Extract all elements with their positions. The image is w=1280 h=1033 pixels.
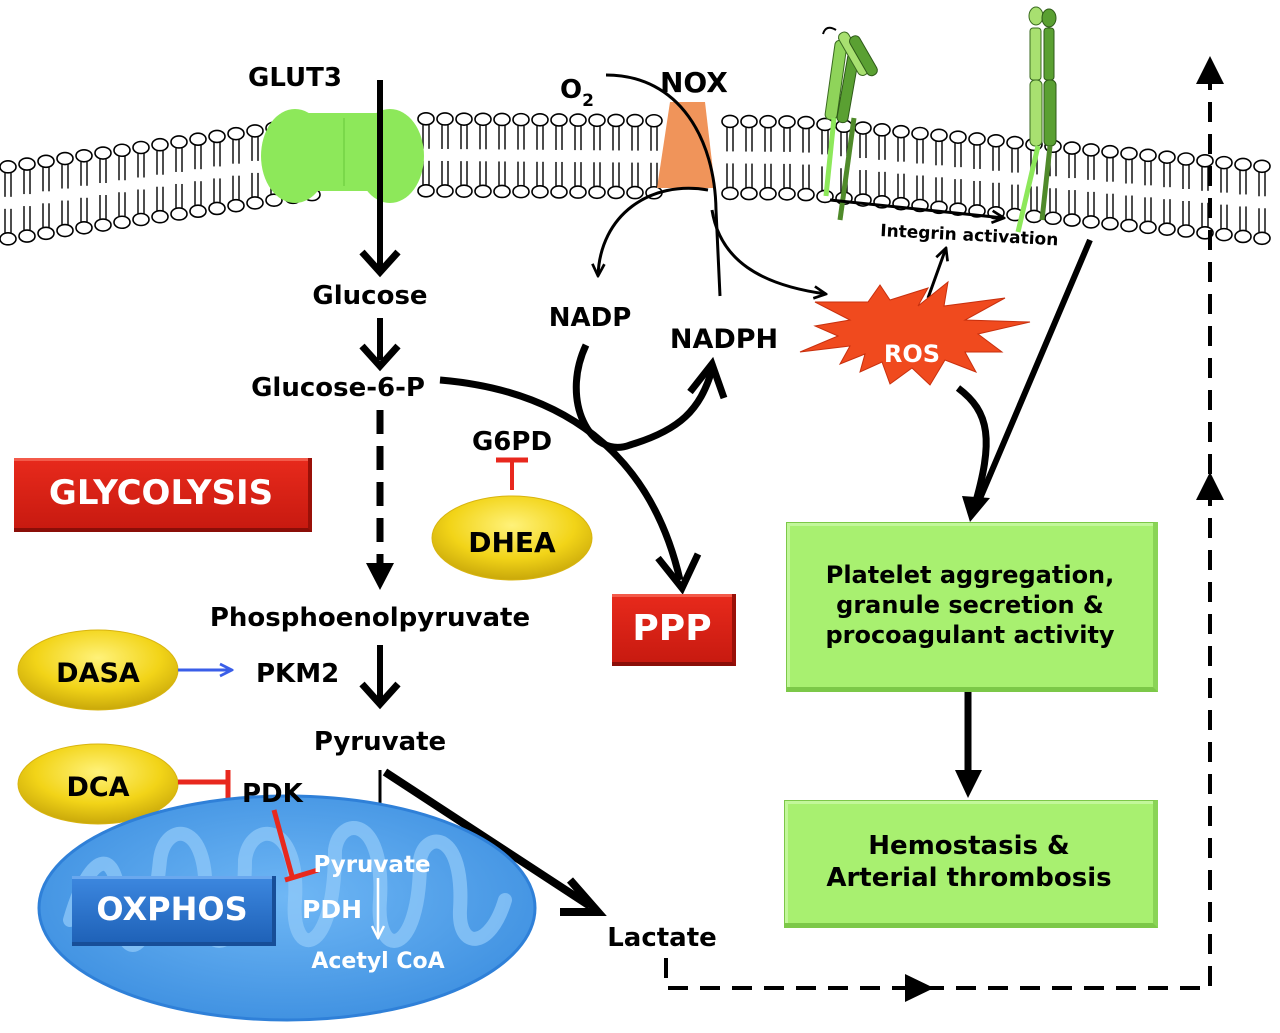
feedback-arrowhead-right bbox=[905, 974, 934, 1002]
integrin-activation-arrow bbox=[829, 198, 1004, 218]
pyruvate-to-lactate-arrowhead bbox=[560, 877, 607, 916]
platelet-activity-box: Platelet aggregation, granule secretion … bbox=[786, 522, 1158, 692]
platelet-line-2: granule secretion & bbox=[836, 591, 1104, 619]
lipid-bilayer-membrane bbox=[0, 112, 1271, 246]
hemostasis-thrombosis-box: Hemostasis & Arterial thrombosis bbox=[784, 800, 1158, 928]
nox-enzyme-icon bbox=[657, 102, 715, 188]
pdk-inhibition-line bbox=[271, 809, 295, 877]
g6p-to-ppp-arrowhead bbox=[655, 552, 702, 595]
platelet-line-3: procoagulant activity bbox=[825, 621, 1115, 649]
nadp-to-nadph-arrowhead bbox=[687, 356, 728, 400]
oxphos-label-box: OXPHOS bbox=[72, 876, 276, 946]
oxygen-label-main: O bbox=[560, 75, 582, 105]
mito-pyruvate-label: Pyruvate bbox=[313, 852, 430, 878]
nadp-to-nadph-arrow bbox=[572, 343, 716, 451]
pep-to-pyruvate-arrowhead bbox=[359, 681, 401, 710]
feedback-arrowhead-up-top bbox=[1196, 56, 1224, 84]
ros-burst-icon bbox=[799, 280, 1031, 386]
pdk-label: PDK bbox=[242, 779, 304, 809]
dhea-label: DHEA bbox=[468, 526, 556, 559]
glucose-to-g6p-arrowhead bbox=[359, 343, 401, 372]
oxygen-subscript: 2 bbox=[582, 91, 594, 111]
dasa-label: DASA bbox=[56, 658, 140, 689]
glucose-6-p-label: Glucose-6-P bbox=[251, 373, 425, 403]
platelet-to-hemostasis-arrowhead bbox=[955, 770, 982, 798]
ros-to-integrin-arrow bbox=[926, 248, 946, 299]
dca-label: DCA bbox=[66, 772, 129, 803]
ros-to-platelet-arrow bbox=[955, 385, 990, 509]
nox-to-ros-arrow bbox=[710, 209, 826, 294]
nadph-to-nadp-arrow bbox=[598, 186, 709, 276]
hemostasis-line-1: Hemostasis & bbox=[868, 830, 1070, 861]
nox-o2-path bbox=[605, 73, 722, 297]
hemostasis-line-2: Arterial thrombosis bbox=[826, 863, 1112, 893]
g6pd-label: G6PD bbox=[472, 427, 552, 457]
ppp-label-box: PPP bbox=[612, 594, 736, 666]
nadph-label: NADPH bbox=[670, 324, 778, 355]
pyruvate-label: Pyruvate bbox=[314, 727, 446, 757]
glucose-label: Glucose bbox=[312, 281, 427, 311]
dhea-drug-ellipse bbox=[431, 495, 593, 581]
lactate-label: Lactate bbox=[607, 923, 717, 953]
lactate-feedback-dashed-loop bbox=[664, 62, 1212, 990]
glut3-transporter-icon bbox=[261, 109, 424, 203]
glut3-import-arrowhead bbox=[359, 249, 401, 278]
integrin-to-platelet-arrow bbox=[973, 238, 1093, 510]
integrin-active-icon bbox=[1015, 6, 1057, 233]
glycolysis-label-box: GLYCOLYSIS bbox=[14, 458, 312, 532]
ros-label: ROS bbox=[884, 340, 940, 368]
acetyl-coa-label: Acetyl CoA bbox=[311, 949, 444, 974]
pyruvate-to-lactate-arrow bbox=[382, 768, 593, 910]
platelet-line-1: Platelet aggregation, bbox=[825, 561, 1115, 589]
pkm2-label: PKM2 bbox=[256, 659, 339, 689]
integrin-inactive-icon bbox=[822, 26, 878, 221]
oxygen-label: O2 bbox=[560, 75, 594, 111]
phosphoenolpyruvate-label: Phosphoenolpyruvate bbox=[210, 603, 530, 633]
platelet-arrowhead bbox=[962, 496, 990, 522]
feedback-arrowhead-up-mid bbox=[1196, 472, 1224, 500]
nox-label: NOX bbox=[660, 66, 728, 99]
nadp-label: NADP bbox=[549, 303, 632, 333]
glut3-label: GLUT3 bbox=[248, 63, 342, 93]
pdk-inhibition-bar bbox=[284, 867, 319, 883]
g6p-to-pep-arrowhead bbox=[366, 563, 394, 590]
pdh-label: PDH bbox=[302, 895, 362, 924]
integrin-activation-label: Integrin activation bbox=[880, 221, 1059, 250]
